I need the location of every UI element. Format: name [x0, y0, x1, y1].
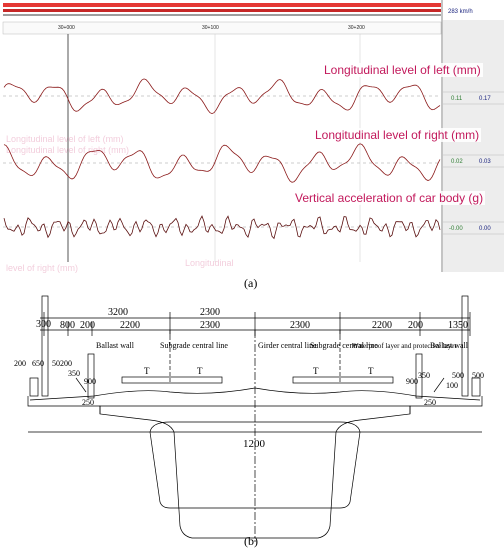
rail-symbol: T: [368, 366, 374, 376]
label-girder-center: Girder central line: [258, 341, 317, 350]
box-girder-cell: [149, 421, 361, 509]
trace-value-2: 0.17: [479, 96, 491, 102]
ghost-text: level of right (mm): [6, 263, 79, 273]
track-inspection-chart: [2, 0, 504, 272]
dimension-text: 1350: [448, 320, 468, 331]
dimension-text: 250: [82, 398, 94, 407]
dimension-text: 500: [472, 371, 484, 380]
dimension-text: 200: [408, 320, 423, 331]
right-value-panel: [443, 20, 504, 272]
chainage-tick: 30+100: [202, 25, 219, 31]
dimension-text: 2300: [200, 320, 220, 331]
caption-a: (a): [244, 276, 258, 290]
rail-symbol: T: [144, 366, 150, 376]
track-slab-left: [121, 376, 223, 384]
dimension-text: 50: [52, 359, 60, 368]
bottom-width-text: 1200: [243, 438, 266, 450]
dimension-text: 200: [14, 359, 26, 368]
railing-post-right: [461, 295, 469, 397]
label-ballast-wall-left: Ballast wall: [96, 341, 135, 350]
dimension-text: 200: [80, 320, 95, 331]
dimension-text: 2200: [372, 320, 392, 331]
railing-post-left: [41, 295, 49, 397]
rail-symbol: T: [197, 366, 203, 376]
dimension-text: 2300: [290, 320, 310, 331]
dimension-text: 100: [446, 381, 458, 390]
label-ballast-wall-right: Ballast wall: [430, 341, 469, 350]
dimension-text: 650: [32, 359, 44, 368]
label-subgrade-left: Subgrade central line: [160, 341, 228, 350]
dimension-text: 2200: [120, 320, 140, 331]
trace-value-1: 0.02: [451, 159, 463, 165]
dimension-text: 3200: [108, 307, 128, 318]
chainage-ruler: [2, 21, 442, 35]
top-grey-bar: [3, 14, 441, 16]
signal-trace-0: [3, 78, 441, 115]
dimension-text: 900: [84, 377, 96, 386]
cross-section-drawing: 3200 2300 300 800 200 2200 2300 2300 220…: [14, 295, 484, 542]
caption-b: (b): [244, 534, 258, 548]
dimension-text: 900: [406, 377, 418, 386]
signal-traces: [3, 78, 441, 240]
trace-label-car-accel: Vertical acceleration of car body (g): [293, 191, 486, 205]
dimension-text: 300: [36, 319, 51, 330]
top-red-bar-2: [3, 9, 441, 12]
top-red-bar: [3, 3, 441, 7]
signal-trace-2: [3, 215, 441, 240]
trace-value-1: 0.11: [451, 96, 463, 102]
trace-value-1: -0.00: [449, 226, 463, 232]
track-inspection-panel: 283 km/h 30+000 30+100 30+200 Longitudin…: [0, 0, 504, 273]
trace-value-2: 0.03: [479, 159, 491, 165]
dimension-text: 200: [60, 359, 72, 368]
trace-label-left-level: Longitudinal level of left (mm): [322, 63, 483, 77]
trace-label-right-level: Longitudinal level of right (mm): [313, 128, 482, 142]
dimension-text: 350: [418, 371, 430, 380]
bridge-cross-section: 3200 2300 300 800 200 2200 2300 2300 220…: [0, 292, 504, 550]
chainage-tick: 30+000: [58, 25, 75, 31]
ghost-text: Longitudinal: [185, 258, 234, 268]
label-waterproof: Waterproof layer and protective layer: [352, 342, 457, 350]
dimension-text: 500: [452, 371, 464, 380]
dimension-text: 2300: [200, 307, 220, 318]
signal-trace-1: [3, 143, 441, 183]
trace-value-2: 0.00: [479, 226, 491, 232]
dimension-text: 350: [68, 369, 80, 378]
label-subgrade-right: Subgrade central line: [310, 341, 378, 350]
dimension-text: 250: [424, 398, 436, 407]
ghost-text: Longitudinal level of left (mm): [6, 134, 124, 144]
chainage-tick: 30+200: [348, 25, 365, 31]
speed-readout: 283 km/h: [448, 9, 473, 15]
box-girder-outline: [99, 405, 411, 539]
dimension-text: 800: [60, 320, 75, 331]
track-slab-right: [292, 376, 394, 384]
rail-symbol: T: [313, 366, 319, 376]
ghost-text: Longitudinal level of right (mm): [6, 145, 130, 155]
